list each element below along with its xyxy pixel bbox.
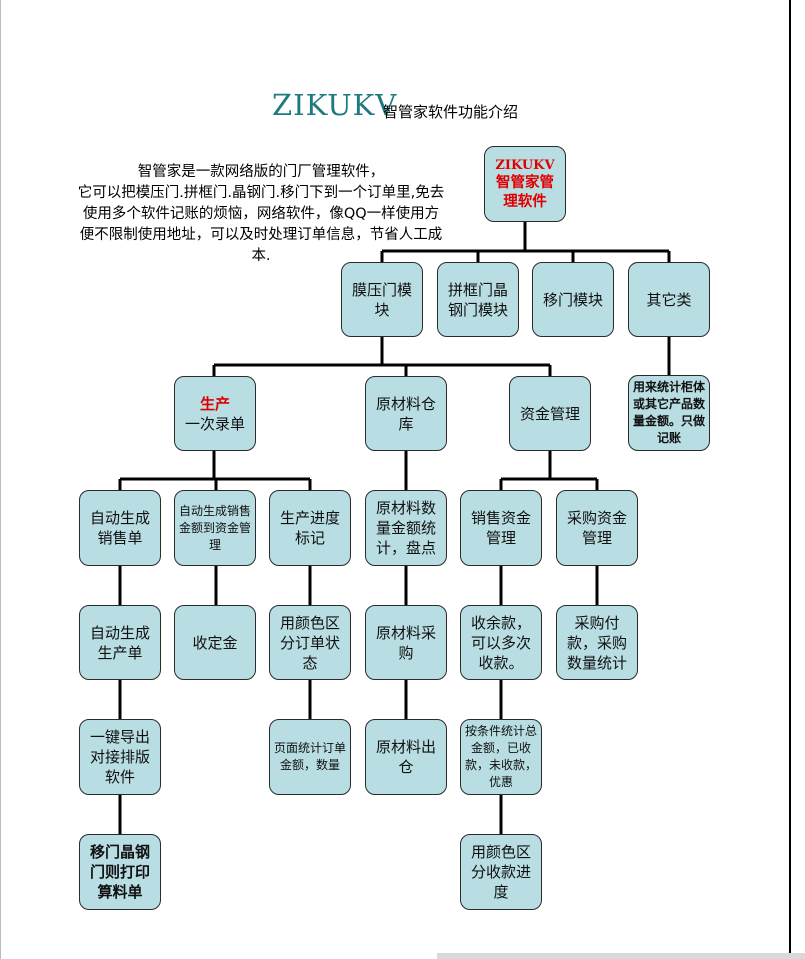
page-title: ZIKUKV (272, 88, 398, 122)
node-color-payment: 用颜色区分收款进度 (460, 834, 542, 910)
node-raw-out-label: 原材料出仓 (375, 738, 436, 776)
node-auto-production-label: 自动生成生产单 (89, 623, 150, 662)
node-mold-module: 膜压门模块 (341, 262, 423, 337)
page-border (789, 0, 791, 953)
node-deposit: 收定金 (174, 605, 256, 680)
node-fund-label: 资金管理 (519, 404, 580, 423)
node-mold-label: 膜压门模块 (351, 280, 412, 319)
node-raw-label: 原材料仓库 (375, 394, 436, 433)
node-conditional-stats: 按条件统计总金额，已收款，未收款，优惠 (460, 719, 542, 795)
node-color-status: 用颜色区分订单状态 (269, 605, 351, 680)
node-balance: 收余款，可以多次收款。 (460, 605, 542, 680)
intro-line-2: 它可以把模压门.拼框门.晶钢门.移门下到一个订单里,免去使用多个软件记账的烦恼，… (77, 185, 445, 264)
node-auto-sales-amount-label: 自动生成销售金额到资金管理 (179, 503, 252, 552)
page-subtitle: 智管家软件功能介绍 (383, 103, 519, 121)
node-root-title: ZIKUKV (495, 157, 555, 173)
node-auto-sales-amount: 自动生成销售金额到资金管理 (174, 490, 256, 566)
node-auto-sales: 自动生成销售单 (79, 490, 161, 566)
node-other-note-label: 用来统计柜体或其它产品数量金额。只做记账 (633, 380, 706, 445)
node-purchase-payment: 采购付款，采购数量统计 (556, 605, 638, 680)
page-border-left (0, 0, 1, 959)
bottom-strip (437, 953, 805, 959)
node-sales-fund-label: 销售资金管理 (470, 509, 531, 547)
node-frame-label: 拼框门晶钢门模块 (447, 280, 508, 319)
node-print-cut-list-label: 移门晶钢门则打印算料单 (89, 843, 150, 901)
node-raw-warehouse: 原材料仓库 (365, 376, 447, 451)
node-purchase-fund: 采购资金管理 (556, 490, 638, 566)
intro-line-1: 智管家是一款网络版的门厂管理软件， (137, 164, 385, 180)
node-export: 一键导出对接排版软件 (79, 719, 161, 795)
node-raw-quantity-label: 原材料数量金额统计，盘点 (375, 499, 436, 557)
node-slide-module: 移门模块 (532, 262, 614, 337)
node-color-payment-label: 用颜色区分收款进度 (470, 843, 531, 901)
node-other-label: 其它类 (646, 290, 692, 309)
intro-text: 智管家是一款网络版的门厂管理软件， 它可以把模压门.拼框门.晶钢门.移门下到一个… (76, 162, 446, 267)
node-balance-label: 收余款，可以多次收款。 (470, 613, 531, 672)
node-progress-label: 生产进度标记 (279, 509, 340, 547)
node-sales-fund: 销售资金管理 (460, 490, 542, 566)
node-page-stats: 页面统计订单金额，数量 (269, 719, 351, 795)
node-other-note: 用来统计柜体或其它产品数量金额。只做记账 (628, 375, 710, 451)
node-other: 其它类 (628, 262, 710, 337)
node-progress: 生产进度标记 (269, 490, 351, 566)
node-production-label: 一次录单 (184, 414, 245, 433)
node-purchase-fund-label: 采购资金管理 (566, 509, 627, 547)
node-fund-management: 资金管理 (509, 376, 591, 451)
node-auto-production: 自动生成生产单 (79, 605, 161, 680)
node-page-stats-label: 页面统计订单金额，数量 (274, 741, 347, 772)
node-export-label: 一键导出对接排版软件 (89, 728, 150, 786)
node-color-status-label: 用颜色区分订单状态 (279, 613, 340, 672)
node-raw-quantity: 原材料数量金额统计，盘点 (365, 490, 447, 566)
node-print-cut-list: 移门晶钢门则打印算料单 (79, 834, 161, 910)
node-production: 生产 一次录单 (174, 376, 256, 451)
node-raw-out: 原材料出仓 (365, 719, 447, 795)
node-slide-label: 移门模块 (542, 290, 603, 309)
node-root: ZIKUKV 智管家管理软件 (484, 146, 566, 222)
node-frame-module: 拼框门晶钢门模块 (437, 262, 519, 337)
node-root-label: 智管家管理软件 (496, 174, 554, 210)
node-purchase-payment-label: 采购付款，采购数量统计 (566, 613, 627, 672)
node-conditional-stats-label: 按条件统计总金额，已收款，未收款，优惠 (465, 724, 538, 789)
node-production-title: 生产 (199, 394, 230, 413)
node-auto-sales-label: 自动生成销售单 (89, 509, 150, 547)
node-deposit-label: 收定金 (192, 633, 238, 652)
node-raw-purchase-label: 原材料采购 (375, 623, 436, 662)
node-raw-purchase: 原材料采购 (365, 605, 447, 680)
